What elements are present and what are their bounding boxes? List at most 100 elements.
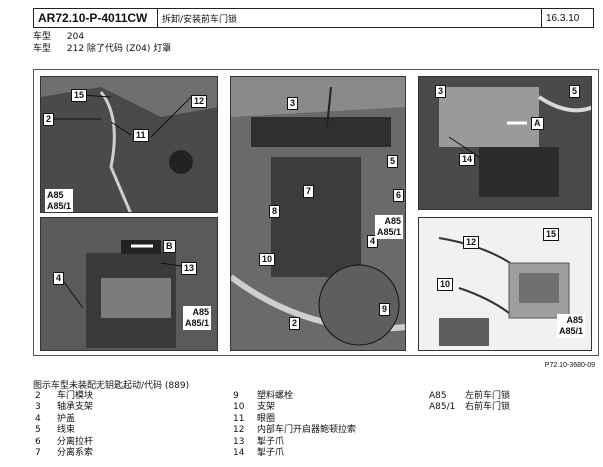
legend-item: 3 轴承支架 xyxy=(35,402,93,413)
model-line-1: 车型 204 xyxy=(33,31,84,43)
legend-item: 5 线束 xyxy=(35,425,93,436)
legend-text: 车门模块 xyxy=(57,391,94,401)
legend-column-1: 2 车门模块 3 轴承支架 4 护盖 5 线束 6 分离拉杆 7 分离系索 xyxy=(35,391,93,459)
legend-text: 掣子爪 xyxy=(257,436,285,447)
callout-6: 6 xyxy=(393,189,405,202)
label-a85-stack: A85 A85/1 xyxy=(45,189,74,212)
callout-9: 9 xyxy=(379,303,391,316)
legend-item: 9 塑料螺栓 xyxy=(233,391,356,402)
legend-number: A85/1 xyxy=(429,402,456,413)
model-label: 车型 xyxy=(33,32,52,42)
label-a85-1: A85/1 xyxy=(47,201,72,211)
callout-7: 7 xyxy=(303,185,315,198)
label-a85-1: A85/1 xyxy=(376,227,401,237)
photo-lock-with-cables: 12 15 10 A85 A85/1 xyxy=(418,217,592,351)
label-a85: A85 xyxy=(192,307,209,317)
label-a85: A85 xyxy=(384,216,401,226)
callout-11: 11 xyxy=(133,129,149,142)
document-header: AR72.10-P-4011CW 拆卸/安装前车门锁 16.3.10 xyxy=(33,8,594,28)
legend-number: 5 xyxy=(35,425,41,436)
legend-item: 10 支架 xyxy=(233,402,356,413)
legend-text: 护盖 xyxy=(57,413,76,424)
legend-item: 6 分离拉杆 xyxy=(35,437,93,448)
label-a85-stack: A85 A85/1 xyxy=(556,314,585,338)
legend-text: 线束 xyxy=(57,425,76,436)
label-a85-stack: A85 A85/1 xyxy=(374,215,403,239)
label-a85-stack: A85 A85/1 xyxy=(182,306,211,330)
callout-10: 10 xyxy=(259,253,276,266)
legend-item: 7 分离系索 xyxy=(35,448,93,459)
photo-drawing xyxy=(419,77,591,209)
legend-number: 4 xyxy=(35,413,41,424)
callout-8: 8 xyxy=(269,205,281,218)
photo-drawing xyxy=(41,218,217,350)
legend-text: 塑料螺栓 xyxy=(257,391,294,401)
legend-number: 3 xyxy=(35,402,41,413)
legend-number: 11 xyxy=(233,413,245,424)
callout-12e: 12 xyxy=(463,236,480,249)
label-a85: A85 xyxy=(566,315,583,325)
callout-b: B xyxy=(163,240,176,253)
legend-text: 内部车门开启器鲍顿拉索 xyxy=(257,425,357,436)
callout-15e: 15 xyxy=(543,228,560,241)
model-line-2: 车型 212 除了代码 (Z04) 灯罩 xyxy=(33,43,171,55)
callout-4: 4 xyxy=(53,272,65,285)
label-a85-1: A85/1 xyxy=(184,318,209,328)
model-label: 车型 xyxy=(33,44,52,54)
legend-item: 12 内部车门开启器鲍顿拉索 xyxy=(233,425,356,436)
figure-reference: P72.10-3680-09 xyxy=(544,362,595,369)
legend-item: 2 车门模块 xyxy=(35,391,93,402)
callout-3: 3 xyxy=(287,97,299,110)
legend-text: 分离系索 xyxy=(57,448,94,459)
legend-item: 4 护盖 xyxy=(35,414,93,425)
photo-drawing xyxy=(231,77,405,350)
legend-number: 2 xyxy=(35,391,41,401)
callout-2: 2 xyxy=(43,113,55,126)
callout-10e: 10 xyxy=(437,278,454,291)
model-value: 212 除了代码 (Z04) 灯罩 xyxy=(66,44,172,54)
photo-detent-pawl: B 13 4 A85 A85/1 xyxy=(40,217,218,351)
model-value: 204 xyxy=(66,32,85,42)
legend-item: 11 眼圈 xyxy=(233,414,356,425)
label-a85-1: A85/1 xyxy=(558,326,583,336)
legend-number: 9 xyxy=(233,391,239,401)
photo-wiring-harness: 3 5 A 14 xyxy=(418,76,592,210)
doc-date: 16.3.10 xyxy=(546,12,580,24)
legend-number: 10 xyxy=(233,402,245,413)
photo-door-lock-center: 3 5 7 6 8 10 4 9 2 A85 A85/1 xyxy=(230,76,406,351)
legend-item: A85/1 右前车门锁 xyxy=(429,402,510,413)
legend-number: 6 xyxy=(35,436,41,447)
legend-number: 12 xyxy=(233,425,245,436)
legend-text: 分离拉杆 xyxy=(57,436,94,447)
legend-number: 14 xyxy=(233,448,245,459)
callout-14: 14 xyxy=(459,153,476,166)
legend-number: A85 xyxy=(429,391,447,401)
callout-12: 12 xyxy=(191,95,208,108)
legend-number: 13 xyxy=(233,436,245,447)
callout-13: 13 xyxy=(181,262,198,275)
legend-text: 左前车门锁 xyxy=(465,391,511,401)
legend-text: 右前车门锁 xyxy=(465,402,511,413)
callout-a: A xyxy=(531,117,544,130)
doc-code: AR72.10-P-4011CW xyxy=(34,9,158,27)
callout-3c: 3 xyxy=(435,85,447,98)
legend-text: 支架 xyxy=(257,402,276,413)
legend-number: 7 xyxy=(35,448,41,459)
figure-frame: 15 12 2 11 A85 A85/1 B 13 4 A85 A85/1 xyxy=(33,69,599,356)
callout-5: 5 xyxy=(387,155,399,168)
callout-15: 15 xyxy=(71,89,88,102)
callout-2b: 2 xyxy=(289,317,301,330)
doc-title: 拆卸/安装前车门锁 xyxy=(158,9,542,27)
callout-4b: 4 xyxy=(367,235,379,248)
legend-column-3: A85 左前车门锁 A85/1 右前车门锁 xyxy=(429,391,510,414)
legend-text: 眼圈 xyxy=(257,413,276,424)
legend-item: A85 左前车门锁 xyxy=(429,391,510,402)
label-a85: A85 xyxy=(47,190,64,200)
legend-title: 图示车型未装配无钥匙起动/代码 (889) xyxy=(33,381,190,391)
legend-item: 13 掣子爪 xyxy=(233,437,356,448)
callout-5c: 5 xyxy=(569,85,581,98)
photo-door-module-top: 15 12 2 11 A85 A85/1 xyxy=(40,76,218,213)
legend-text: 轴承支架 xyxy=(57,402,94,413)
